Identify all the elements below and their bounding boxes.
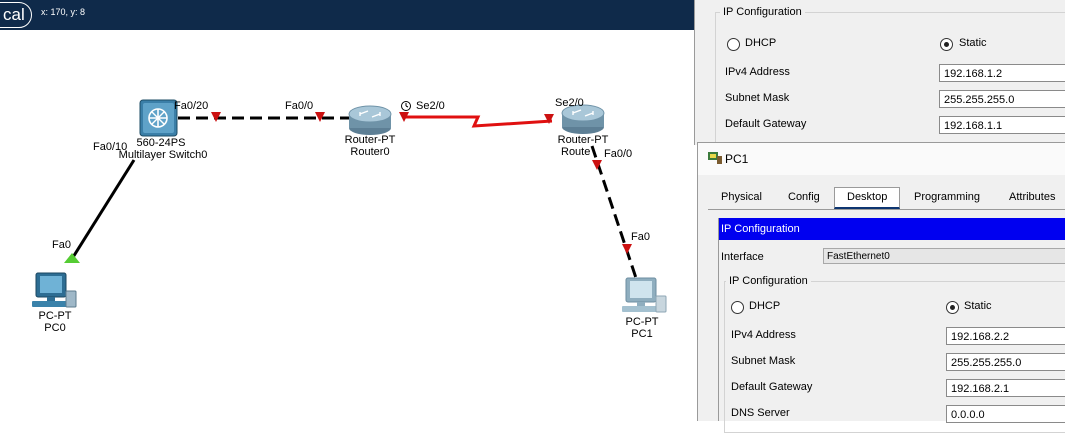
port-label: Fa0/0	[604, 148, 633, 160]
link-router1-pc1[interactable]	[590, 145, 638, 279]
router-ip-config-dialog: IP Configuration DHCP Static IPv4 Addres…	[694, 0, 1065, 154]
link-down-marker	[211, 112, 221, 122]
ipv4-address-label: IPv4 Address	[731, 329, 796, 341]
ip-configuration-panel: IP Configuration Interface FastEthernet0…	[718, 218, 1065, 433]
subnet-mask-input[interactable]: 255.255.255.0	[939, 90, 1065, 108]
tab-attributes[interactable]: Attributes	[1009, 191, 1056, 203]
static-label: Static	[964, 300, 992, 312]
subnet-mask-label: Subnet Mask	[731, 355, 796, 367]
device-name-label: Route	[561, 146, 591, 158]
topology-canvas	[32, 99, 667, 313]
dns-server-input[interactable]: 0.0.0.0	[946, 405, 1065, 423]
static-radio[interactable]	[940, 38, 953, 51]
logical-workspace[interactable]	[0, 30, 694, 420]
tab-config[interactable]: Config	[788, 191, 820, 203]
dhcp-label: DHCP	[749, 300, 781, 312]
device-model-label: 560-24PS	[136, 137, 186, 149]
link-down-marker	[544, 114, 554, 124]
static-radio[interactable]	[946, 301, 959, 314]
device-name-label: Router0	[350, 146, 390, 158]
dialog-titlebar[interactable]: PC1	[698, 143, 1065, 175]
link-router0-router1-serial[interactable]	[404, 115, 553, 128]
top-toolbar: cal x: 170, y: 8	[0, 0, 700, 30]
dhcp-radio[interactable]	[731, 301, 744, 314]
device-name-label: PC0	[44, 322, 66, 334]
tab-physical[interactable]: Physical	[721, 191, 762, 203]
multilayer-switch-icon[interactable]	[139, 99, 178, 137]
subnet-mask-input[interactable]: 255.255.255.0	[946, 353, 1065, 371]
link-down-marker	[592, 160, 602, 170]
port-label: Se2/0	[555, 97, 584, 109]
port-label: Fa0/20	[174, 100, 209, 112]
tab-programming[interactable]: Programming	[914, 191, 981, 203]
logical-mode-tab[interactable]: cal	[0, 2, 32, 28]
device-name-label: Multilayer Switch0	[118, 149, 208, 161]
pc-icon[interactable]	[622, 277, 667, 313]
link-switch-pc0[interactable]	[68, 159, 136, 263]
port-label: Fa0	[631, 231, 650, 243]
default-gateway-label: Default Gateway	[725, 118, 807, 130]
default-gateway-input[interactable]: 192.168.2.1	[946, 379, 1065, 397]
ipv4-address-label: IPv4 Address	[725, 66, 790, 78]
interface-select[interactable]: FastEthernet0	[823, 248, 1065, 264]
router-icon[interactable]	[561, 104, 605, 134]
group-title: IP Configuration	[726, 275, 811, 287]
tab-bar: Physical Config Desktop Programming Attr…	[708, 187, 1065, 210]
default-gateway-input[interactable]: 192.168.1.1	[939, 116, 1065, 134]
default-gateway-label: Default Gateway	[731, 381, 813, 393]
port-label: Fa0	[52, 239, 71, 251]
ipv4-address-input[interactable]: 192.168.2.2	[946, 327, 1065, 345]
router-icon[interactable]	[348, 105, 392, 135]
pc-icon[interactable]	[32, 272, 77, 308]
group-title: IP Configuration	[720, 6, 805, 18]
link-down-marker	[622, 244, 632, 254]
subnet-mask-label: Subnet Mask	[725, 92, 790, 104]
pc-icon	[708, 152, 722, 164]
port-label: Se2/0	[416, 100, 445, 112]
link-down-marker	[399, 112, 409, 122]
cursor-coordinates: x: 170, y: 8	[41, 7, 86, 17]
port-label: Fa0/0	[285, 100, 314, 112]
device-model-label: PC-PT	[38, 310, 72, 322]
static-label: Static	[959, 37, 987, 49]
dns-server-label: DNS Server	[731, 407, 790, 419]
device-model-label: PC-PT	[625, 316, 659, 328]
tab-desktop[interactable]: Desktop	[834, 187, 901, 209]
link-up-marker	[64, 253, 80, 263]
ipv4-address-input[interactable]: 192.168.1.2	[939, 64, 1065, 82]
device-name-label: PC1	[631, 328, 653, 340]
port-label: Fa0/10	[93, 141, 128, 153]
link-down-marker	[315, 112, 325, 122]
device-model-label: Router-PT	[344, 134, 396, 146]
pc1-dialog: PC1 Physical Config Desktop Programming …	[697, 142, 1065, 433]
device-model-label: Router-PT	[557, 134, 609, 146]
dhcp-label: DHCP	[745, 37, 777, 49]
dhcp-radio[interactable]	[727, 38, 740, 51]
interface-label: Interface	[721, 251, 764, 263]
dialog-title: PC1	[725, 152, 749, 166]
clock-icon	[401, 101, 411, 111]
ip-configuration-header: IP Configuration	[719, 218, 1065, 240]
